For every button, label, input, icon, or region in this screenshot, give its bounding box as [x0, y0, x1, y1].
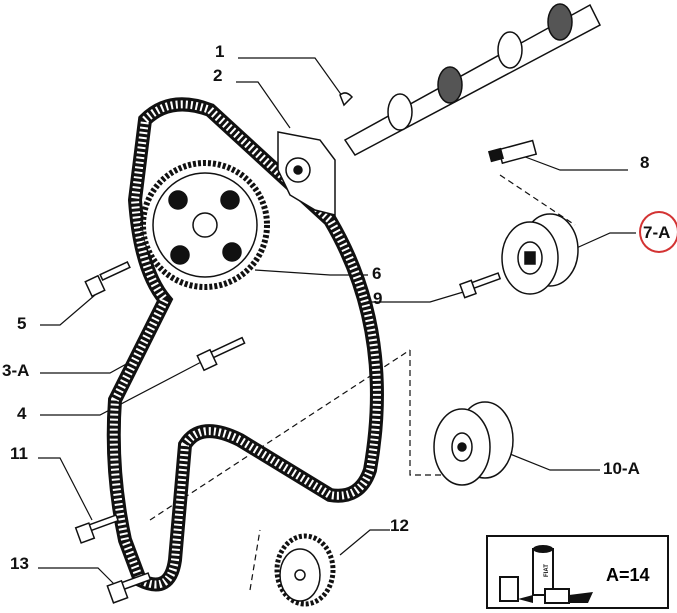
sealant-product-icon: FIAT — [499, 545, 593, 604]
label-part-12: 12 — [390, 516, 409, 535]
bolt-4 — [196, 336, 246, 372]
crankshaft-sprocket — [274, 533, 336, 607]
leader-10a — [499, 449, 600, 471]
leader-11 — [38, 457, 93, 521]
label-part-5: 5 — [17, 314, 27, 333]
label-part-10a: 10-A — [603, 459, 640, 478]
label-part-1: 1 — [215, 42, 225, 61]
bolt-9 — [459, 272, 502, 299]
leader-12 — [339, 529, 390, 556]
label-part-3a: 3-A — [2, 361, 30, 380]
label-part-9: 9 — [373, 289, 383, 308]
leader-5 — [40, 294, 96, 326]
product-text: FIAT — [544, 564, 550, 577]
highlight-circle-7a — [639, 211, 677, 253]
leader-1 — [238, 57, 346, 101]
leader-8 — [519, 154, 628, 171]
leader-7a — [571, 232, 636, 251]
label-part-7a: 7-A — [643, 223, 671, 242]
leader-9 — [370, 289, 471, 303]
label-part-13: 13 — [10, 554, 29, 573]
tensioner-pulley — [501, 213, 579, 295]
camshaft-sprocket — [140, 160, 270, 290]
leader-4 — [40, 359, 206, 416]
bolt-5 — [84, 260, 131, 298]
idler-pulley — [433, 401, 514, 486]
label-part-11: 11 — [10, 444, 28, 463]
timing-belt — [106, 97, 384, 592]
label-part-6: 6 — [372, 264, 382, 283]
leader-2 — [236, 81, 291, 129]
camshaft-bracket — [277, 131, 336, 216]
legend-value: A=14 — [606, 565, 650, 585]
leader-3a — [40, 361, 131, 374]
bolt-13 — [106, 572, 152, 604]
bolt-11 — [74, 514, 120, 544]
label-part-8: 8 — [640, 153, 650, 172]
camshaft — [339, 3, 601, 156]
sealant-legend-box: FIAT A=14 — [486, 535, 669, 609]
sensor — [487, 139, 538, 165]
label-part-2: 2 — [213, 66, 223, 85]
leader-13 — [38, 567, 121, 591]
label-part-4: 4 — [17, 404, 27, 423]
